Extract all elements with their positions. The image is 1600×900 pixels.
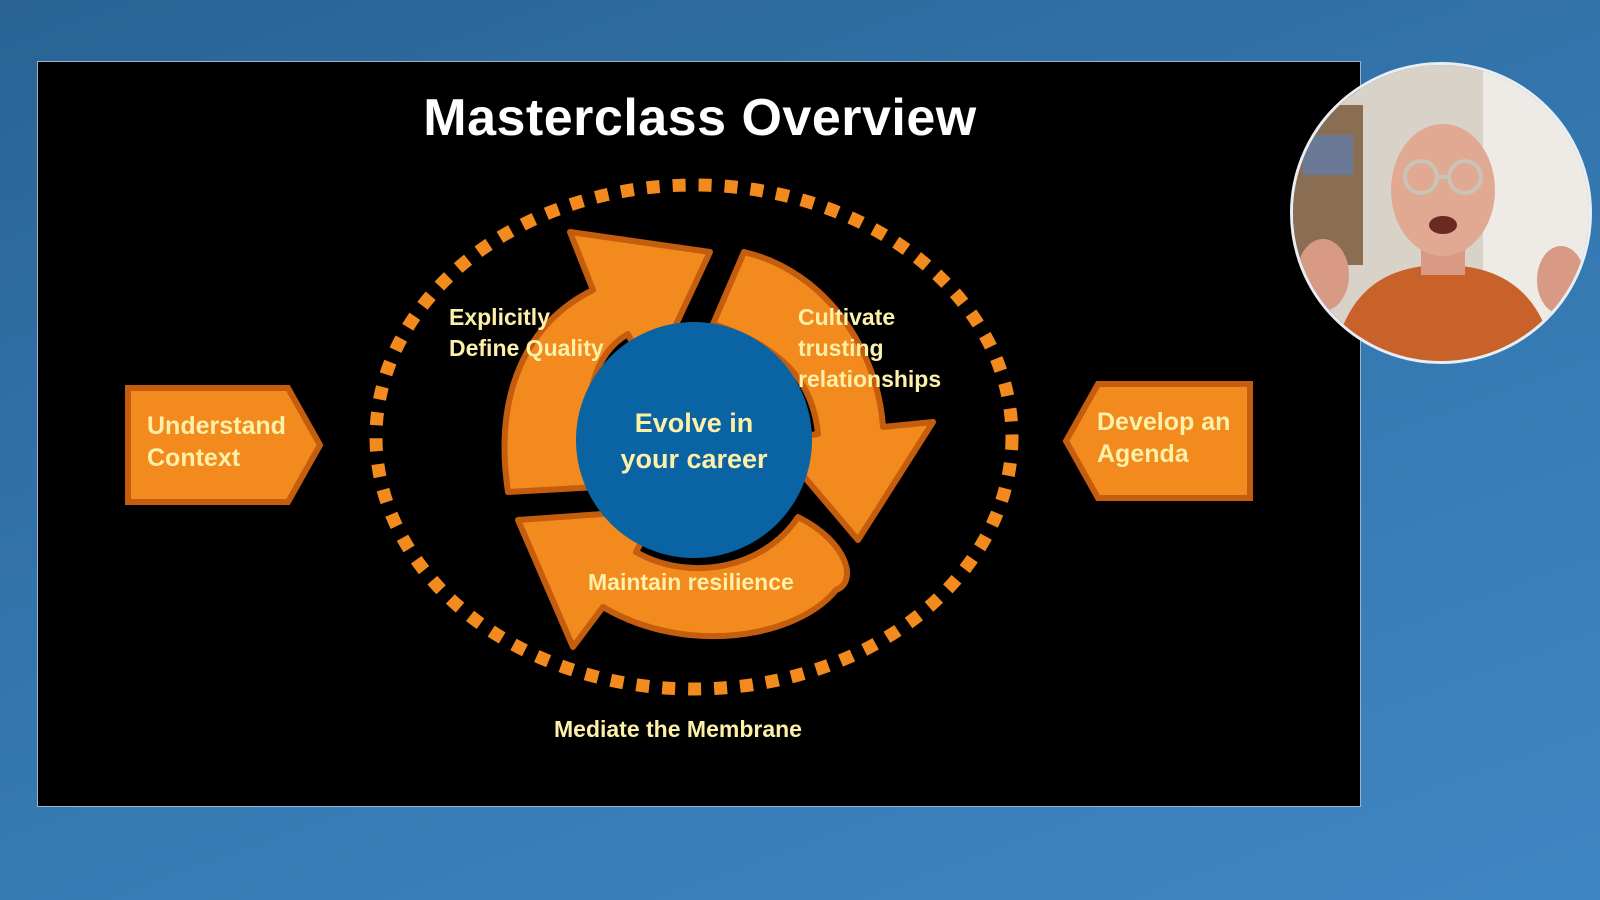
label-mediate-the-membrane: Mediate the Membrane bbox=[554, 716, 802, 742]
slide-diagram bbox=[125, 178, 1253, 696]
webcam-shelf-item bbox=[1303, 135, 1353, 175]
cycle-arrow-bottom bbox=[515, 507, 850, 650]
label-maintain-resilience: Maintain resilience bbox=[588, 569, 794, 595]
presenter-right-hand bbox=[1537, 246, 1585, 314]
understand-context-box bbox=[125, 385, 324, 505]
understand-context-label: Understand Context bbox=[147, 412, 286, 472]
develop-agenda-label: Develop an Agenda bbox=[1097, 408, 1231, 468]
presenter-head bbox=[1391, 124, 1495, 256]
center-label: Evolve in your career bbox=[620, 408, 768, 474]
develop-agenda-box bbox=[1062, 381, 1253, 501]
presenter-shirt bbox=[1333, 265, 1555, 361]
presentation-slide: Masterclass Overview Explicitly Define Q… bbox=[37, 61, 1361, 807]
presenter-webcam bbox=[1290, 62, 1592, 364]
slide-title: Masterclass Overview bbox=[423, 89, 977, 147]
presenter-avatar-illustration bbox=[1293, 65, 1589, 361]
presenter-mouth bbox=[1429, 216, 1457, 234]
label-explicitly-define-quality: Explicitly Define Quality bbox=[449, 304, 604, 361]
center-circle bbox=[576, 322, 812, 558]
label-cultivate-trusting-relationships: Cultivate trusting relationships bbox=[798, 304, 942, 392]
membrane-dotted-ring bbox=[369, 178, 1019, 696]
